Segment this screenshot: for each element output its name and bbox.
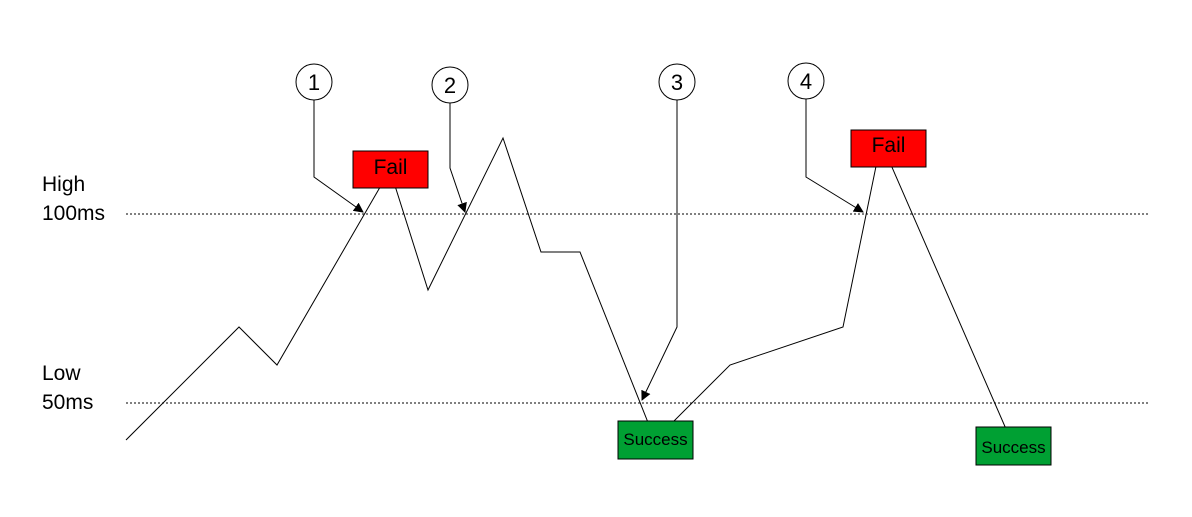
marker-4-label: 4 (800, 69, 812, 94)
fail-box-2: Fail (850, 129, 927, 168)
low-threshold-name: Low (42, 362, 81, 385)
marker-1-arrow (313, 100, 364, 213)
marker-2-label: 2 (444, 73, 456, 98)
marker-1-label: 1 (308, 70, 320, 95)
success-box-2: Success (975, 426, 1052, 466)
high-threshold-name: High (42, 173, 85, 196)
success-box-2-label: Success (981, 438, 1045, 457)
marker-3-label: 3 (671, 70, 683, 95)
success-box-1: Success (617, 420, 694, 460)
fail-box-2-label: Fail (872, 134, 906, 157)
low-threshold-value: 50ms (42, 391, 93, 414)
marker-1: 1 (295, 63, 333, 101)
marker-2: 2 (431, 66, 469, 104)
high-threshold-value: 100ms (42, 202, 105, 225)
success-box-1-label: Success (623, 430, 687, 449)
latency-trace (125, 136, 1014, 446)
marker-4: 4 (787, 62, 825, 100)
marker-4-arrow (805, 99, 864, 213)
marker-2-arrow (449, 103, 467, 213)
marker-3: 3 (658, 63, 696, 101)
fail-box-1: Fail (352, 150, 429, 189)
fail-box-1-label: Fail (374, 156, 408, 179)
marker-3-arrow (641, 100, 678, 401)
